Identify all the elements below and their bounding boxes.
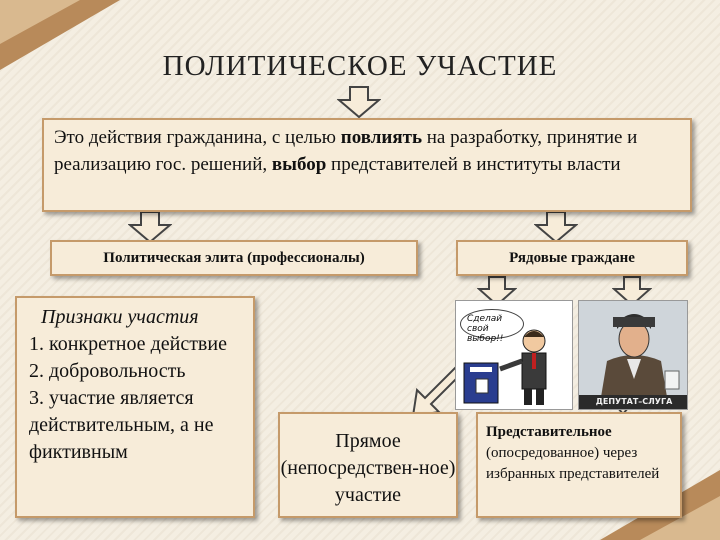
arrow-down-icon: [612, 276, 652, 306]
cartoon-voter-image: Сделай свой выбор!!: [455, 300, 573, 410]
poster-caption: ДЕПУТАТ–СЛУГА НАРОДА: [579, 395, 687, 409]
cartoon-voter-icon: [463, 329, 547, 405]
arrow-down-icon: [128, 211, 172, 243]
definition-text-3: представителей в институты власти: [326, 154, 621, 175]
signs-item-3: 3. участие является действительным, а не…: [29, 387, 214, 463]
deputy-poster-image: ДЕПУТАТ–СЛУГА НАРОДА: [578, 300, 688, 410]
slide-title: ПОЛИТИЧЕСКОЕ УЧАСТИЕ: [162, 50, 558, 82]
direct-participation-box: Прямое (непосредствен-ное) участие: [278, 412, 458, 518]
arrow-down-icon: [534, 211, 578, 243]
signs-title: Признаки участия: [41, 306, 199, 328]
direct-title: Прямое: [335, 430, 401, 452]
signs-item-2: 2. добровольность: [29, 360, 186, 382]
political-elite-box: Политическая элита (профессионалы): [50, 240, 418, 276]
direct-subtitle: (непосредствен-ное) участие: [280, 457, 456, 506]
arrow-down-icon: [477, 276, 517, 306]
definition-text-2: на разработку, принятие и реализацию гос…: [54, 127, 638, 175]
representative-text: (опосредованное) через избранных предста…: [486, 445, 660, 482]
deputy-poster-icon: [579, 301, 687, 397]
signs-item-1: 1. конкретное действие: [29, 333, 227, 355]
definition-bold-choice: выбор: [271, 154, 327, 175]
corner-decoration-top-left-inner: [0, 0, 80, 44]
ordinary-citizens-box: Рядовые граждане: [456, 240, 688, 276]
definition-bold-influence: повлиять: [340, 127, 423, 148]
speech-bubble: Сделай свой выбор!!: [460, 309, 524, 344]
participation-signs-box: Признаки участия 1. конкретное действие …: [15, 296, 255, 518]
definition-box: Это действия гражданина, с целью повлият…: [42, 118, 692, 212]
representative-title: Представительное: [486, 424, 612, 440]
definition-text-1: Это действия гражданина, с целью: [54, 127, 341, 148]
arrow-down-icon: [337, 86, 381, 118]
representative-participation-box: Представительное (опосредованное) через …: [476, 412, 682, 518]
